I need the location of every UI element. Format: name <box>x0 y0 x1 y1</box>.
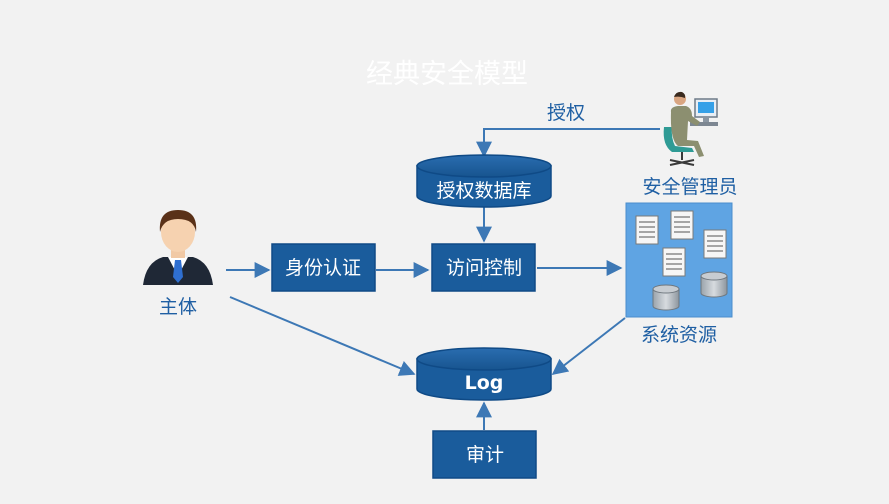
admin-label: 安全管理员 <box>642 176 737 198</box>
arrow-resources-to-log <box>551 317 626 375</box>
auth-db-label: 授权数据库 <box>436 180 531 202</box>
database-icon <box>700 271 728 298</box>
diagram-title: 经典安全模型 <box>366 59 528 90</box>
log-cylinder: Log <box>416 347 552 401</box>
access-control-box: 访问控制 <box>431 243 536 292</box>
document-icon <box>703 229 727 259</box>
audit-label: 审计 <box>466 444 504 466</box>
audit-box: 审计 <box>432 430 537 479</box>
edge-label-authorize: 授权 <box>547 102 585 124</box>
document-icon <box>635 215 659 245</box>
subject-label: 主体 <box>159 296 197 318</box>
database-icon <box>652 284 680 311</box>
admin-at-computer-icon <box>663 91 718 166</box>
document-icon <box>670 210 694 240</box>
resources-label: 系统资源 <box>641 324 717 346</box>
arrow-authorize <box>476 128 660 158</box>
authentication-box: 身份认证 <box>271 243 376 292</box>
arrow-subject-to-log <box>229 296 416 376</box>
person-icon <box>143 210 213 285</box>
log-label: Log <box>465 372 504 394</box>
resources-panel <box>625 202 733 318</box>
document-icon <box>662 247 686 277</box>
authentication-label: 身份认证 <box>285 257 361 279</box>
access-control-label: 访问控制 <box>446 257 522 279</box>
auth-db-cylinder: 授权数据库 <box>416 154 552 208</box>
